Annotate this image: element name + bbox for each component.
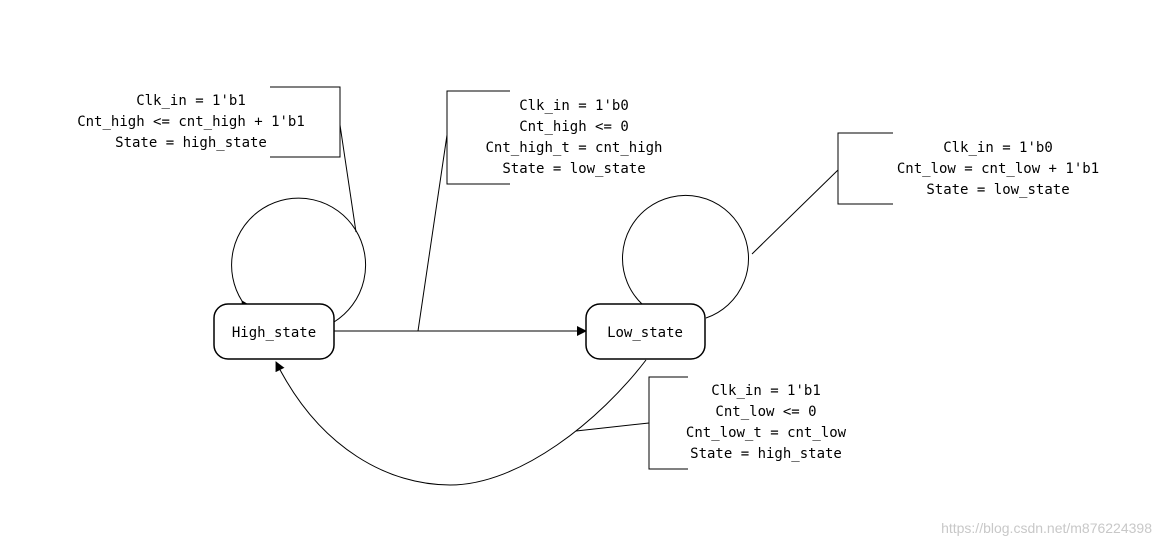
note-connector <box>575 422 650 432</box>
note-line: Cnt_high_t = cnt_high <box>485 140 662 156</box>
note-line: Clk_in = 1'b1 <box>711 383 821 399</box>
low-self-loop-transition <box>622 194 749 319</box>
low-to-high-transition <box>275 359 647 486</box>
note-connector <box>339 124 357 233</box>
note-low-self-loop: Clk_in = 1'b0 Cnt_low = cnt_low + 1'b1 S… <box>751 132 1099 255</box>
note-line: Cnt_high <= cnt_high + 1'b1 <box>77 114 305 130</box>
note-low-to-high: Clk_in = 1'b1 Cnt_low <= 0 Cnt_low_t = c… <box>575 376 847 470</box>
note-connector <box>417 134 448 332</box>
high-state-label: High_state <box>232 325 316 341</box>
high-state-node: High_state <box>213 303 335 360</box>
note-connector <box>751 169 839 255</box>
note-high-to-low: Clk_in = 1'b0 Cnt_high <= 0 Cnt_high_t =… <box>417 90 663 332</box>
note-line: Clk_in = 1'b1 <box>136 93 246 109</box>
note-line: Cnt_low_t = cnt_low <box>686 425 847 441</box>
note-line: Cnt_low <= 0 <box>715 404 816 420</box>
note-line: State = high_state <box>690 446 842 462</box>
note-line: Clk_in = 1'b0 <box>519 98 629 114</box>
note-line: State = high_state <box>115 135 267 151</box>
note-line: State = low_state <box>502 161 645 177</box>
note-high-self-loop: Clk_in = 1'b1 Cnt_high <= cnt_high + 1'b… <box>77 86 357 233</box>
high-self-loop-transition <box>231 197 367 323</box>
note-line: State = low_state <box>926 182 1069 198</box>
low-state-label: Low_state <box>607 325 683 341</box>
note-line: Cnt_low = cnt_low + 1'b1 <box>897 161 1099 177</box>
note-line: Clk_in = 1'b0 <box>943 140 1053 156</box>
low-state-node: Low_state <box>585 303 706 360</box>
note-line: Cnt_high <= 0 <box>519 119 629 135</box>
watermark-text: https://blog.csdn.net/m876224398 <box>941 520 1152 536</box>
